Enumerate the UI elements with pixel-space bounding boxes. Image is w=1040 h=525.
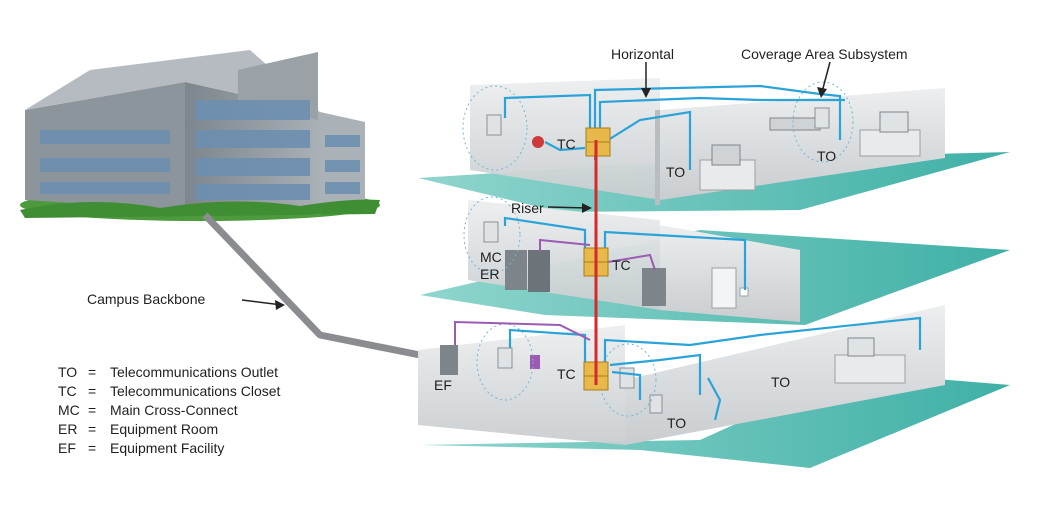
horizontal-label: Horizontal bbox=[611, 46, 675, 62]
floor-top bbox=[418, 78, 1010, 212]
campus-backbone-arrow bbox=[241, 299, 283, 306]
legend-abbr: TC bbox=[58, 382, 77, 399]
floor-middle bbox=[420, 196, 1010, 325]
coverage-area-label: Coverage Area Subsystem bbox=[741, 46, 908, 62]
legend-equals: = bbox=[88, 363, 97, 380]
to-label-top-left: TO bbox=[666, 164, 686, 180]
to-label-bottom-right: TO bbox=[771, 374, 791, 390]
legend-meaning: Equipment Facility bbox=[110, 439, 225, 456]
ef-label: EF bbox=[434, 377, 452, 393]
floor-bottom bbox=[418, 305, 1010, 468]
legend: TO = Telecommunications Outlet TC = Tele… bbox=[58, 362, 280, 457]
legend-equals: = bbox=[88, 439, 97, 456]
legend-equals: = bbox=[88, 401, 97, 418]
tc-label-top: TC bbox=[557, 136, 576, 152]
legend-abbr: ER bbox=[58, 420, 78, 437]
legend-abbr: EF bbox=[58, 439, 76, 456]
legend-abbr: MC bbox=[58, 401, 80, 418]
legend-meaning: Telecommunications Outlet bbox=[110, 363, 279, 380]
to-label-bottom-middle: TO bbox=[667, 415, 687, 431]
legend-row: TO = Telecommunications Outlet bbox=[58, 362, 280, 381]
er-label: ER bbox=[480, 266, 500, 282]
legend-meaning: Telecommunications Closet bbox=[110, 382, 281, 399]
legend-row: ER = Equipment Room bbox=[58, 419, 280, 438]
campus-backbone-label: Campus Backbone bbox=[87, 291, 206, 307]
tc-label-bottom: TC bbox=[557, 366, 576, 382]
legend-row: TC = Telecommunications Closet bbox=[58, 381, 280, 400]
legend-meaning: Equipment Room bbox=[110, 420, 219, 437]
legend-row: EF = Equipment Facility bbox=[58, 438, 280, 457]
campus-building bbox=[20, 50, 380, 221]
legend-abbr: TO bbox=[58, 363, 78, 380]
campus-backbone-cable bbox=[202, 212, 421, 359]
legend-equals: = bbox=[88, 382, 97, 399]
legend-row: MC = Main Cross-Connect bbox=[58, 400, 280, 419]
legend-equals: = bbox=[88, 420, 97, 437]
to-label-top-right: TO bbox=[817, 148, 837, 164]
tc-label-middle: TC bbox=[612, 257, 631, 273]
riser-label: Riser bbox=[511, 200, 544, 216]
mc-label: MC bbox=[480, 249, 502, 265]
legend-meaning: Main Cross-Connect bbox=[110, 401, 238, 418]
